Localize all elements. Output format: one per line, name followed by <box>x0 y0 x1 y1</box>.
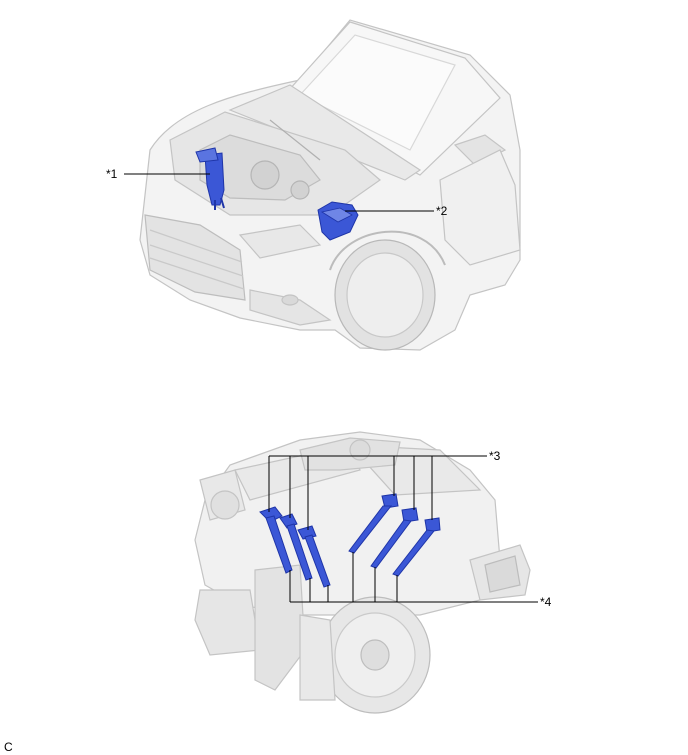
callout-label-1: *1 <box>106 167 118 181</box>
engine-illustration <box>194 431 531 714</box>
callout-label-3: *3 <box>489 449 501 463</box>
callout-lines-top <box>124 173 434 212</box>
vehicle-illustration <box>139 19 521 351</box>
callout-label-4: *4 <box>540 595 552 609</box>
part-1-highlight <box>195 147 225 210</box>
callout-lines-bottom <box>268 455 538 603</box>
corner-mark: C <box>4 740 13 754</box>
ignition-coils-highlight <box>259 493 441 588</box>
callout-label-2: *2 <box>436 204 448 218</box>
